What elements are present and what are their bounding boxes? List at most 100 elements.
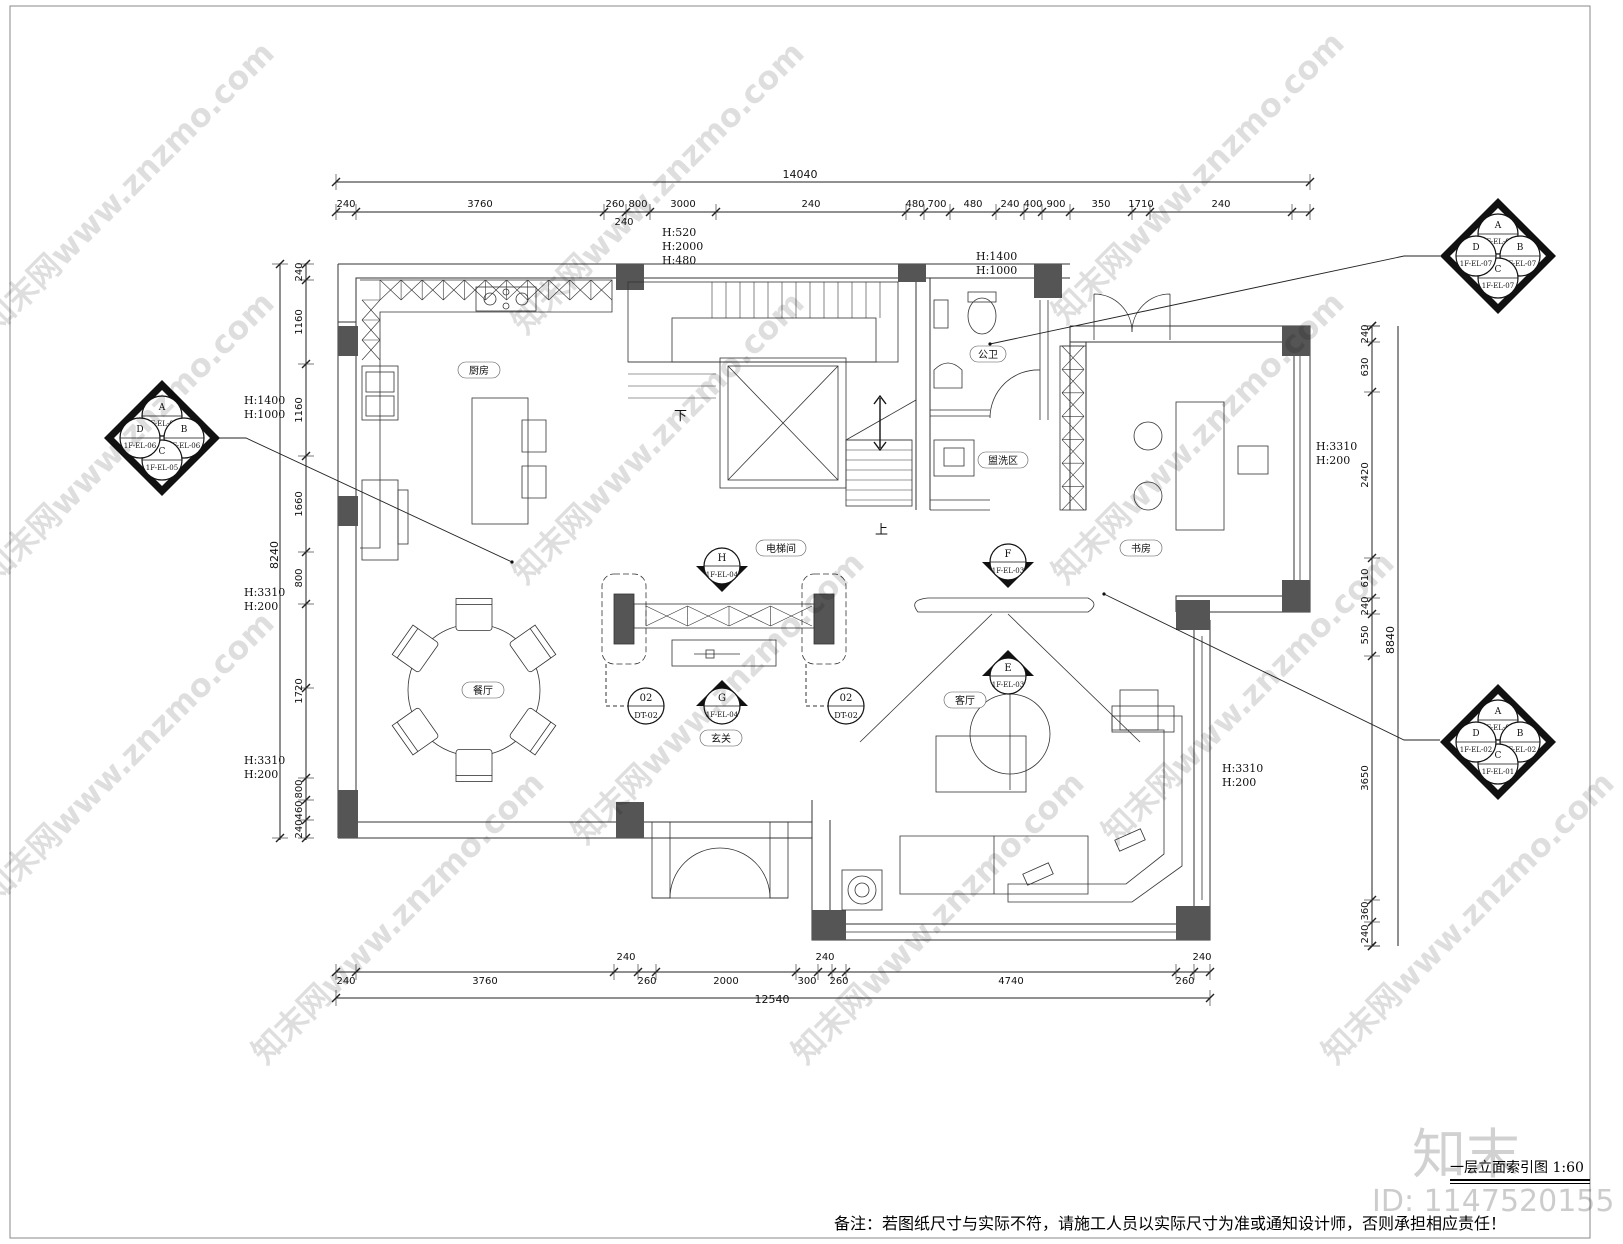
detail-ref: DT-02 (834, 711, 858, 720)
dim-bottom-10: 240 (1192, 952, 1211, 963)
height-top-mid-1: H:2000 (662, 240, 703, 253)
callout-ref: 1F-EL-05 (146, 464, 178, 472)
callout-letter: D (1472, 729, 1479, 739)
callout-letter: C (1495, 751, 1502, 761)
drawing-title: 一层立面索引图 1:60 (1450, 1157, 1590, 1184)
callout-letter: C (1495, 265, 1502, 275)
callout-ref: 1F-EL-01 (1482, 768, 1514, 776)
callout-letter: A (1494, 707, 1502, 717)
toilet-wash-fixtures (930, 291, 1087, 511)
dim-bottom-1: 3760 (472, 976, 497, 987)
dim-top-12: 350 (1091, 199, 1110, 210)
marker-G: G 1F-EL-04 (696, 680, 748, 725)
svg-text:餐厅: 餐厅 (473, 684, 493, 697)
structural-columns (338, 264, 1310, 940)
callout-letter: D (136, 425, 143, 435)
dim-left-8: 240 (294, 819, 305, 838)
dim-right-1: 630 (1360, 357, 1371, 376)
dim-right-5: 550 (1360, 625, 1371, 644)
dim-top-9: 240 (1000, 199, 1019, 210)
dim-left-7: 460 (294, 800, 305, 819)
dining-chair (455, 598, 493, 631)
callout-ref: 1F-EL-02 (1460, 746, 1492, 754)
dimension-lines (279, 181, 1399, 999)
callout-ref: 1F-EL-06 (124, 442, 157, 450)
room-label-wash: 盥洗区 (977, 451, 1029, 469)
detail-num: 02 (840, 693, 853, 704)
dim-left-3: 1660 (294, 491, 305, 516)
dim-top-11: 900 (1046, 199, 1065, 210)
marker-letter: H (718, 553, 727, 564)
room-label-living: 客厅 (943, 691, 987, 709)
dim-top-8: 480 (963, 199, 982, 210)
marker-ref: 1F-EL-03 (992, 567, 1024, 575)
dim-top-2: 260 (605, 199, 624, 210)
dim-bottom-4: 2000 (713, 976, 738, 987)
marker-letter: E (1004, 663, 1011, 674)
dim-bottom-0: 240 (336, 976, 355, 987)
room-label-elevator: 电梯间 (755, 539, 807, 557)
dim-right-3: 610 (1360, 568, 1371, 587)
foyer-furniture (601, 573, 847, 899)
dim-top-7: 700 (927, 199, 946, 210)
callout-letter: B (1517, 729, 1524, 739)
dim-bottom-7: 260 (829, 976, 848, 987)
room-label-kitchen: 厨房 (457, 361, 501, 379)
height-left-kitchen-1: H:1000 (244, 408, 285, 421)
dim-bottom-3: 260 (637, 976, 656, 987)
marker-ref: 1F-EL-04 (706, 571, 739, 579)
dim-left-5: 1720 (294, 678, 305, 703)
marker-F: F 1F-EL-03 (982, 543, 1034, 588)
svg-text:厨房: 厨房 (469, 364, 489, 377)
stair-elevator (627, 281, 917, 507)
dim-bottom-2: 240 (616, 952, 635, 963)
dim-right-0: 240 (1360, 324, 1371, 343)
dim-top-total: 14040 (783, 168, 818, 181)
room-label-foyer: 玄关 (699, 729, 743, 747)
callout-ref: 1F-EL-05 (146, 420, 178, 428)
dim-top-13: 1710 (1128, 199, 1153, 210)
callout-ref: 1F-EL-07 (1482, 282, 1514, 290)
dim-top-14: 240 (1211, 199, 1230, 210)
room-label-dining: 餐厅 (461, 681, 505, 699)
dim-right-8: 240 (1360, 924, 1371, 943)
dim-top-4: 3000 (670, 199, 695, 210)
dim-right-total: 8840 (1384, 626, 1397, 654)
dim-left-2: 1160 (294, 397, 305, 422)
dim-right-6: 3650 (1360, 765, 1371, 790)
dining-chair (509, 707, 557, 756)
marker-E: E 1F-EL-03 (982, 650, 1034, 695)
marker-ref: 1F-EL-04 (706, 711, 739, 719)
marker-ref: 1F-EL-03 (992, 681, 1024, 689)
svg-text:玄关: 玄关 (711, 732, 731, 745)
marker-H: H 1F-EL-04 (696, 547, 748, 592)
dining-chair (455, 749, 493, 782)
callout-ref: 1F-EL-06 (168, 442, 201, 450)
marker-letter: F (1005, 549, 1012, 560)
dim-top-0: 240 (336, 199, 355, 210)
svg-text:公卫: 公卫 (978, 350, 998, 361)
dim-bottom-9: 260 (1175, 976, 1194, 987)
marker-letter: G (718, 693, 726, 704)
height-left-kitchen-0: H:1400 (244, 394, 285, 407)
dim-left-0: 240 (294, 262, 305, 281)
height-left-low-1: H:200 (244, 768, 278, 781)
svg-text:盥洗区: 盥洗区 (988, 455, 1018, 467)
height-left-mid-0: H:3310 (244, 586, 285, 599)
dining-chair (391, 707, 439, 756)
dim-bottom-total: 12540 (755, 993, 790, 1006)
stair-down-label: 下 (674, 409, 687, 424)
dim-top-sub: 240 (614, 217, 633, 228)
dim-left-6: 800 (294, 779, 305, 798)
svg-text:电梯间: 电梯间 (766, 542, 796, 555)
dim-top-3: 800 (628, 199, 647, 210)
callout-letter: B (181, 425, 188, 435)
dim-top-10: 400 (1023, 199, 1042, 210)
stair-arrow (873, 394, 887, 452)
dim-right-2: 2420 (1360, 462, 1371, 487)
watermark-id: ID: 1147520155 (1372, 1184, 1615, 1219)
